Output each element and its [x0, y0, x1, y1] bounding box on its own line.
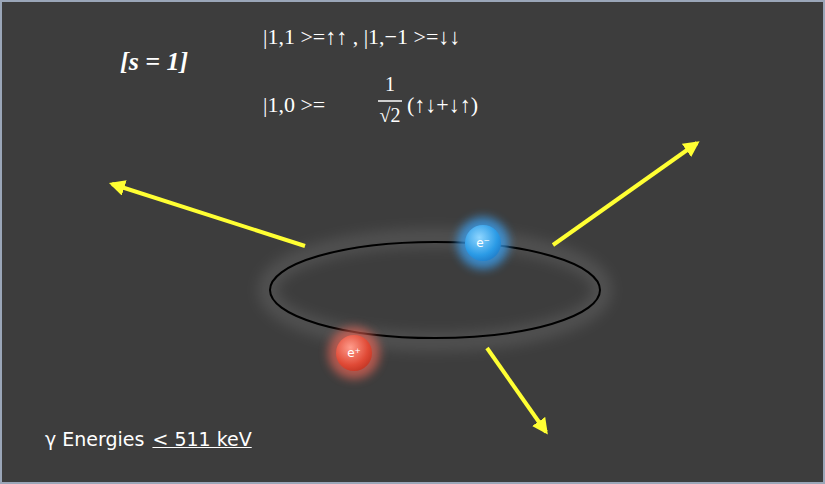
fraction-bar — [378, 100, 402, 102]
spin-label: [s = 1] — [120, 47, 188, 77]
photon-arrow — [553, 143, 697, 245]
particle-symbol: e⁻ — [476, 236, 490, 250]
energy-note: γ Energies — [45, 429, 144, 451]
particle-symbol: e⁺ — [347, 346, 361, 360]
positron-circle: e⁺ — [336, 335, 372, 371]
fraction-denominator: √2 — [380, 104, 401, 127]
orbit-ellipse — [270, 242, 600, 338]
fraction-numerator: 1 — [385, 73, 395, 96]
photon-arrow — [112, 184, 305, 246]
state-formula: (↑↓+↓↑) — [407, 92, 478, 117]
state-formula: |1,1 >=↑↑ , |1,−1 >=↓↓ — [263, 24, 460, 49]
orbit-glow — [267, 238, 603, 342]
electron-circle: e⁻ — [465, 225, 501, 261]
electron-glow — [457, 217, 509, 269]
positron-glow — [328, 327, 380, 379]
state-formula: |1,0 >= — [263, 92, 325, 117]
photon-arrow — [487, 348, 546, 432]
energy-value: < 511 keV — [152, 429, 251, 451]
